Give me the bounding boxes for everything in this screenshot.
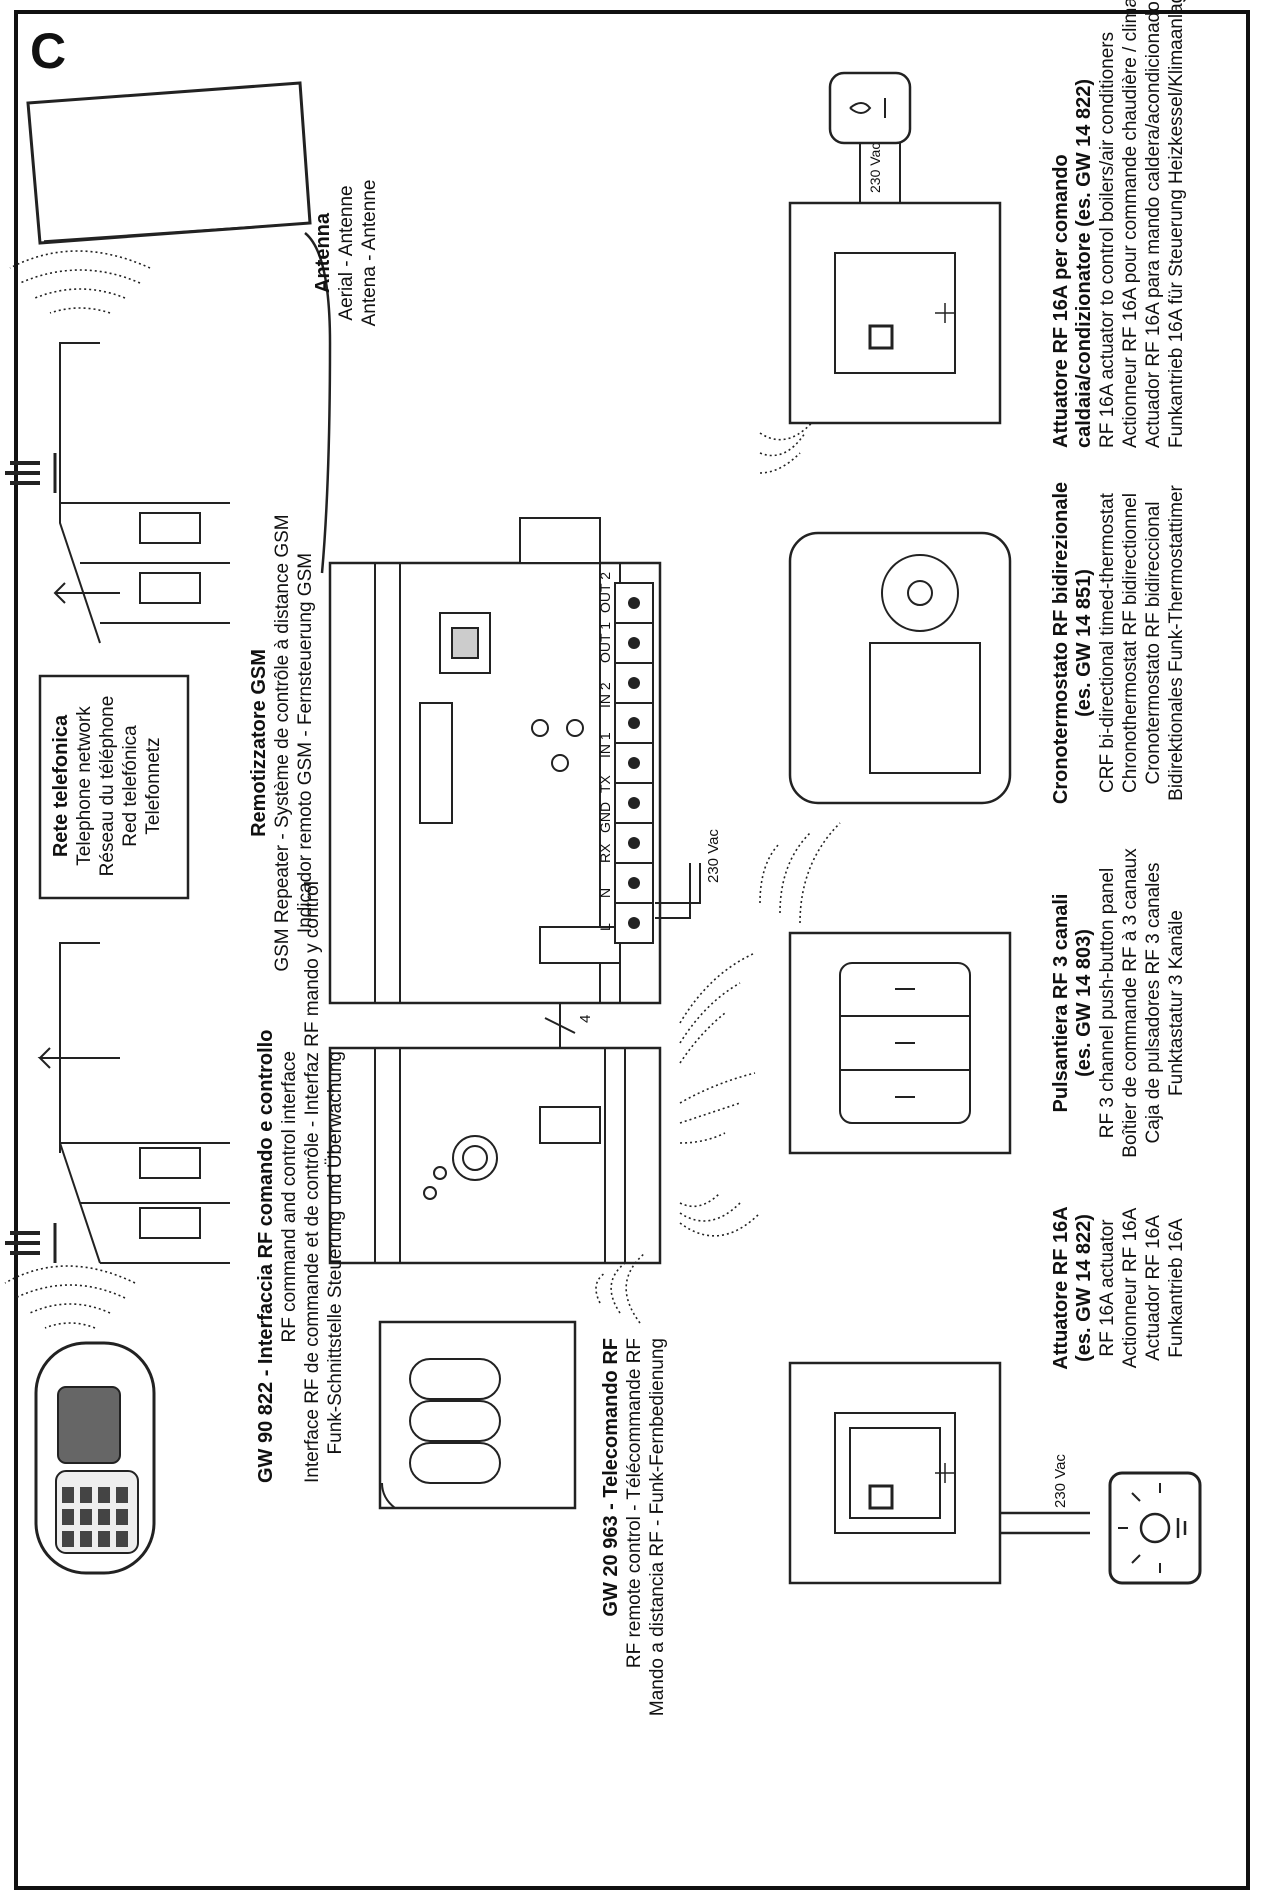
- rf-interface-line-2: Interface RF de commande et de contrôle …: [302, 881, 323, 1483]
- pushbutton-panel-device: [788, 931, 1012, 1155]
- antenna-label: Antenna Aerial - Antenne Antena - Antenn…: [312, 143, 381, 363]
- actuator-left-line-3: Actuador RF 16A: [1143, 1215, 1164, 1361]
- pushbutton-label: Pulsantiera RF 3 canali (es. GW 14 803) …: [1050, 833, 1188, 1173]
- actuator-left-title-1: Attuatore RF 16A: [1050, 1206, 1072, 1370]
- actuator-left-title-2: (es. GW 14 822): [1073, 1214, 1095, 1362]
- radio-waves-remote: [595, 1252, 646, 1324]
- actuator-right-line-1: RF 16A actuator to control boilers/air c…: [1097, 31, 1118, 448]
- actuator-left-vac-label: 230 Vac: [1052, 1454, 1069, 1508]
- thermostat-device: [788, 531, 1012, 805]
- gsm-vac-label: 230 Vac: [705, 829, 722, 883]
- actuator-right-line-3: Actuador RF 16A para mando caldera/acond…: [1143, 0, 1164, 448]
- light-bulb-icon: [1118, 1483, 1187, 1573]
- telephone-network-line-3: Red telefónica: [120, 725, 141, 847]
- actuator-left-line-2: Actionneur RF 16A: [1120, 1207, 1141, 1369]
- gsm-terminal-labels: L N RX GND TX IN 1 IN 2 OUT 1 OUT 2 230 …: [597, 572, 722, 931]
- terminal-label-n: N: [597, 888, 613, 898]
- rf-interface-line-1: RF command and control interface: [279, 1051, 300, 1343]
- section-letter: C: [30, 23, 67, 79]
- telephone-network-box: [38, 674, 190, 900]
- pushbutton-title-2: (es. GW 14 803): [1073, 929, 1095, 1077]
- remote-control-label: GW 20 963 - Telecomando RF RF remote con…: [600, 1338, 669, 1733]
- telephone-network-line-2: Réseau du téléphone: [97, 695, 118, 877]
- antenna-line-2: Antena - Antenne: [359, 179, 380, 327]
- pushbutton-line-1: RF 3 channel push-button panel: [1097, 867, 1118, 1139]
- actuator-right-title-1: Attuatore RF 16A per comando: [1050, 154, 1072, 448]
- terminal-label-l: L: [597, 923, 613, 931]
- gsm-repeater-line-1: GSM Repeater - Système de contrôle à dis…: [272, 514, 293, 972]
- actuator-right-title-2: caldaia/condizionatore (es. GW 14 822): [1073, 78, 1095, 448]
- thermostat-title-2: (es. GW 14 851): [1073, 569, 1095, 717]
- mobile-phone-icon: [34, 1341, 156, 1575]
- terminal-label-gnd: GND: [597, 802, 613, 833]
- gsm-repeater-device: [328, 517, 701, 1005]
- thermostat-label: Cronotermostato RF bidirezionale (es. GW…: [1050, 463, 1188, 823]
- terminal-label-out2: OUT 2: [597, 572, 613, 613]
- actuator-left-label: Attuatore RF 16A (es. GW 14 822) RF 16A …: [1050, 1173, 1188, 1403]
- rf-interface-title: GW 90 822 - Interfaccia RF comando e con…: [255, 1029, 277, 1483]
- thermostat-line-3: Cronotermostato RF bidireccional: [1143, 501, 1164, 785]
- remote-control-line-2: Mando a distancia RF - Funk-Fernbedienun…: [647, 1338, 668, 1717]
- actuator-left-line-4: Funkantrieb 16A: [1166, 1218, 1187, 1358]
- gsm-repeater-title: Remotizzatore GSM: [248, 649, 270, 837]
- terminal-label-out1: OUT 1: [597, 622, 613, 663]
- rf-interface-label: GW 90 822 - Interfaccia RF comando e con…: [255, 881, 347, 1483]
- actuator-right-line-2: Actionneur RF 16A pour commande chaudièr…: [1120, 0, 1141, 448]
- cell-tower-right-icon: [5, 342, 230, 644]
- thermostat-line-2: Chronothermostat RF bidirectionnel: [1120, 493, 1141, 793]
- radio-waves-devices: [679, 412, 841, 1237]
- terminal-label-in2: IN 2: [597, 682, 613, 708]
- terminal-label-rx: RX: [597, 843, 613, 863]
- cell-tower-left-icon: [5, 942, 230, 1264]
- radio-waves-antenna: [9, 250, 151, 314]
- antenna-title: Antenna: [312, 213, 334, 293]
- rf-interface-device: [328, 1046, 662, 1265]
- actuator-right-label: Attuatore RF 16A per comando caldaia/con…: [1050, 0, 1188, 448]
- pushbutton-line-3: Caja de pulsadores RF 3 canales: [1143, 862, 1164, 1144]
- actuator-right-line-4: Funkantrieb 16A für Steuerung Heizkessel…: [1166, 0, 1187, 448]
- thermostat-title-1: Cronotermostato RF bidirezionale: [1050, 481, 1072, 805]
- terminal-label-tx: TX: [597, 774, 613, 793]
- radio-waves-phone: [4, 1265, 136, 1329]
- remote-control-title: GW 20 963 - Telecomando RF: [600, 1338, 622, 1617]
- actuator-right-vac-label: 230 Vac: [867, 143, 883, 193]
- telephone-network-line-4: Telefonnetz: [143, 737, 164, 835]
- pushbutton-line-2: Boîtier de commande RF à 3 canaux: [1120, 848, 1141, 1158]
- terminal-label-in1: IN 1: [597, 732, 613, 758]
- antenna-line-1: Aerial - Antenne: [336, 185, 357, 321]
- actuator-left-line-1: RF 16A actuator: [1097, 1219, 1118, 1357]
- bus-count-label: 4: [577, 1015, 594, 1023]
- bus-link: 4: [544, 1003, 594, 1048]
- actuator-right-device: 230 Vac: [788, 71, 1002, 425]
- pushbutton-line-4: Funktastatur 3 Kanäle: [1166, 910, 1187, 1096]
- telephone-network-label: Rete telefonica Telephone network Réseau…: [50, 681, 165, 891]
- telephone-network-line-1: Telephone network: [74, 706, 95, 866]
- remote-control-device: [378, 1320, 577, 1510]
- rf-interface-line-3: Funk-Schnittstelle Steuerung und Überwac…: [325, 1051, 346, 1455]
- diagram-frame: [14, 10, 1250, 1890]
- antenna-icon: [26, 81, 332, 574]
- telephone-network-title: Rete telefonica: [50, 714, 72, 858]
- boiler-icon: [849, 98, 886, 118]
- thermostat-line-1: CRF bi-directional timed-thermostat: [1097, 493, 1118, 793]
- remote-control-line-1: RF remote control - Télécommande RF: [624, 1338, 645, 1669]
- pushbutton-title-1: Pulsantiera RF 3 canali: [1050, 893, 1072, 1113]
- thermostat-line-4: Bidirektionales Funk-Thermostattimer: [1166, 485, 1187, 801]
